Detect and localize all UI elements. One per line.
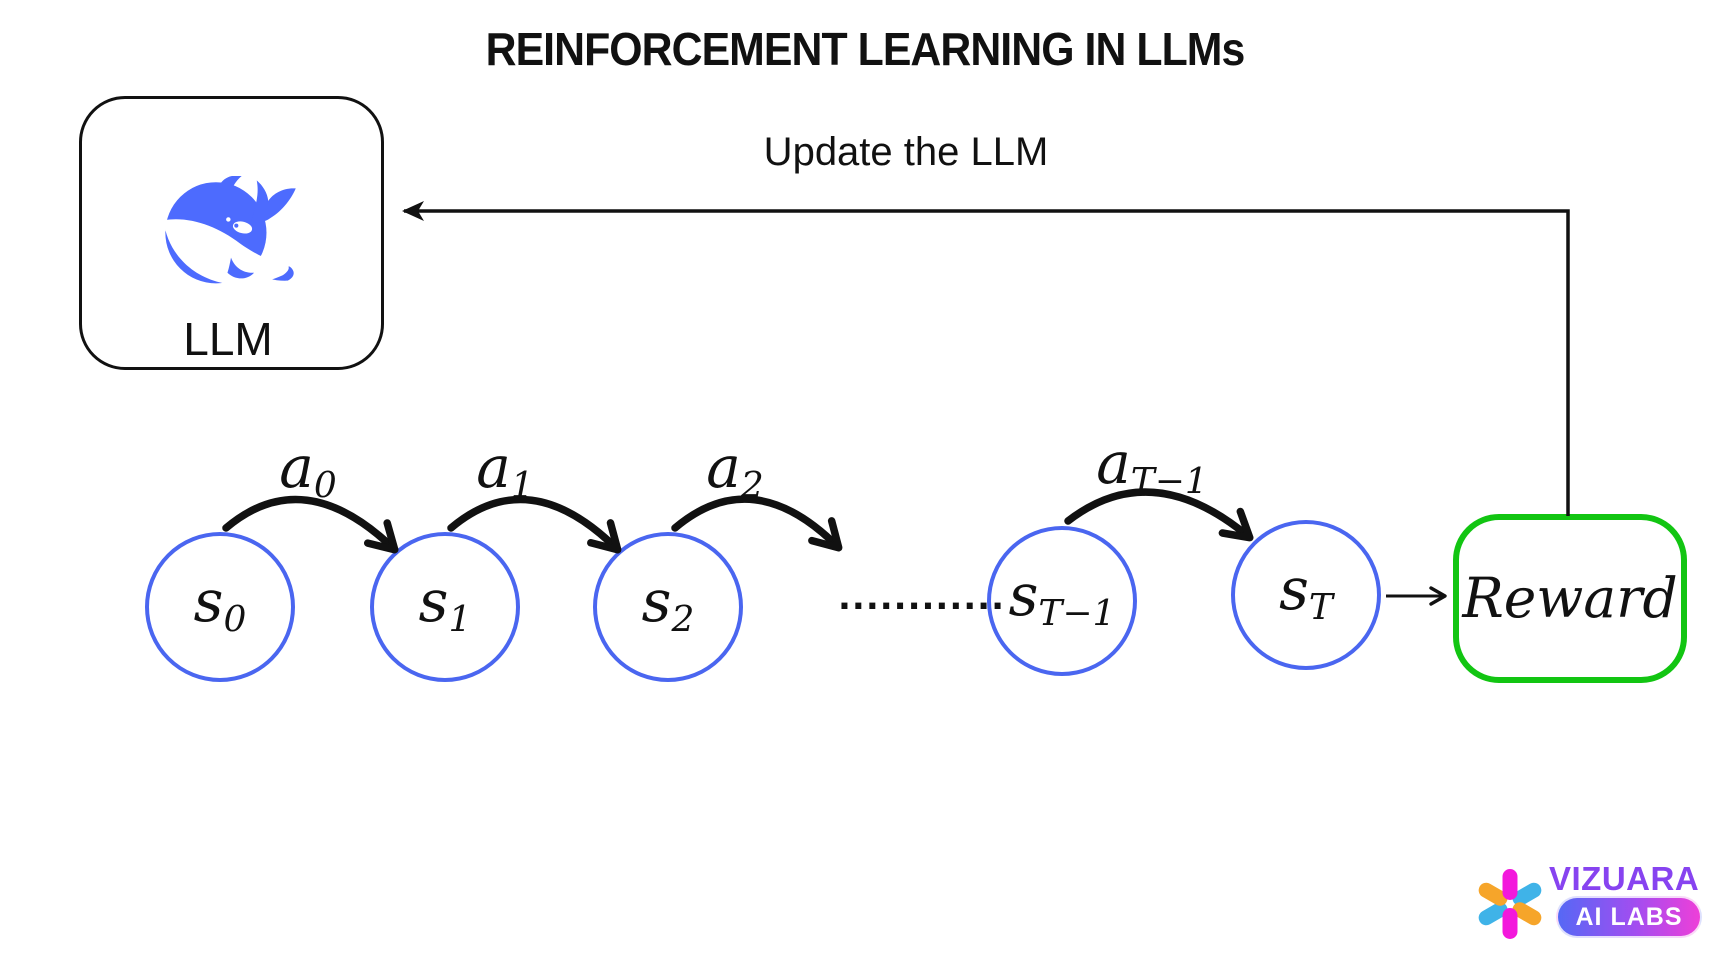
vizuara-brand-name: VIZUARA: [1549, 860, 1700, 897]
reward-box: Reward: [1453, 514, 1687, 683]
ai-labs-label: AI LABS: [1575, 902, 1683, 931]
action-label-aT-1: aT−1: [1096, 429, 1208, 503]
update-llm-label: Update the LLM: [763, 130, 1049, 174]
whale-icon: [163, 176, 296, 285]
state-label-s2: s2: [641, 566, 695, 641]
action-label-a1: a1: [476, 433, 534, 507]
state-label-s1: s1: [418, 566, 472, 641]
ai-labs-badge: AI LABS: [1556, 896, 1702, 938]
state-node-s1: s1: [370, 532, 520, 682]
action-label-a0: a0: [279, 433, 337, 507]
state-node-sT-1: sT−1: [987, 526, 1137, 676]
page-title: REINFORCEMENT LEARNING IN LLMs: [485, 23, 1246, 75]
ellipsis-dots: ............: [838, 578, 1005, 618]
state-node-s0: s0: [145, 532, 295, 682]
action-label-a2: a2: [706, 433, 764, 507]
state-node-sT: sT: [1231, 520, 1381, 670]
vizuara-flower-icon: [1478, 869, 1542, 939]
state-label-s0: s0: [193, 566, 247, 641]
state-label-sT-1: sT−1: [1008, 560, 1116, 635]
update-llm-arrow: [402, 201, 1570, 516]
state-label-sT: sT: [1279, 554, 1333, 629]
llm-label: LLM: [183, 313, 273, 365]
reward-label: Reward: [1462, 566, 1678, 630]
state-node-s2: s2: [593, 532, 743, 682]
